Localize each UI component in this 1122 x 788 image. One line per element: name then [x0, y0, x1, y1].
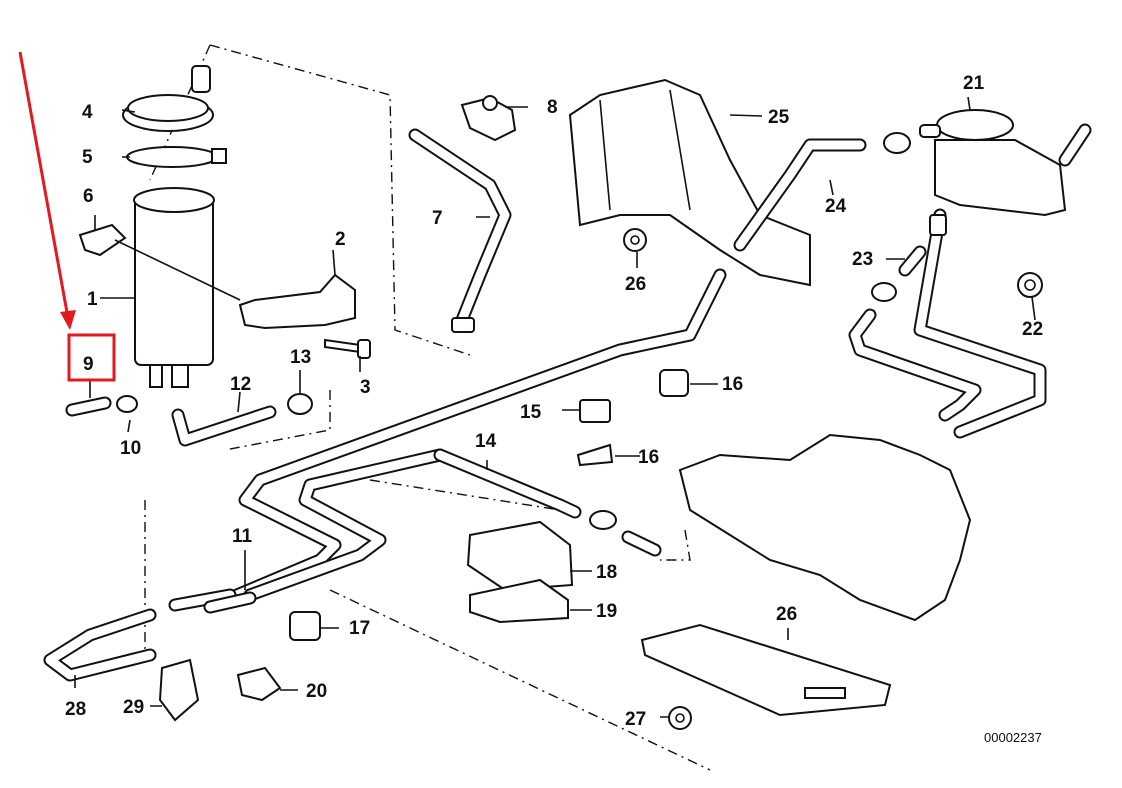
- callout-1: 1: [87, 289, 98, 310]
- highlight-arrow: [18, 51, 76, 330]
- callout-11: 11: [232, 526, 253, 547]
- callout-5: 5: [82, 147, 93, 168]
- callout-9: 9: [83, 354, 94, 375]
- callout-25: 25: [768, 107, 790, 128]
- canister-part-1: [133, 187, 215, 388]
- hose-part-10: [168, 588, 257, 614]
- callout-28: 28: [65, 699, 86, 720]
- callout-15: 15: [520, 402, 542, 423]
- callout-26: 26: [776, 604, 797, 625]
- clip-part-15: [576, 443, 614, 467]
- hose-part-23: [733, 138, 867, 252]
- fuel-lines: [218, 123, 1092, 607]
- plate-part-25: [640, 623, 892, 717]
- clamp-near-23: [883, 132, 911, 154]
- cap-part-4: [122, 65, 214, 132]
- tank-outline: [678, 433, 972, 622]
- callout-22: 22: [1022, 319, 1043, 340]
- callout-23: 23: [852, 249, 873, 270]
- callout-26: 26: [625, 274, 646, 295]
- callout-2: 2: [335, 229, 346, 250]
- callout-7: 7: [432, 208, 443, 229]
- clip-part-28: [158, 658, 200, 722]
- nut-part-26-lower: [668, 706, 692, 730]
- leader-lines: [74, 96, 1036, 718]
- clip-part-7: [460, 95, 517, 142]
- callout-19: 19: [596, 601, 617, 622]
- clip-part-16-lower: [289, 611, 321, 641]
- callout-8: 8: [547, 97, 558, 118]
- nut-part-21: [1017, 272, 1043, 298]
- nut-part-26-upper: [623, 228, 647, 252]
- hose-part-22: [871, 245, 927, 302]
- callout-18: 18: [596, 562, 617, 583]
- clamp-part-5: [126, 146, 227, 168]
- callout-16: 16: [638, 447, 659, 468]
- clip-part-14: [579, 399, 611, 423]
- callout-13: 13: [290, 347, 311, 368]
- callout-labels: 1234567891011121314151616171819202122232…: [65, 73, 1043, 730]
- hose-part-11: [171, 405, 277, 447]
- holder-part-17: [466, 520, 574, 592]
- callout-3: 3: [360, 377, 371, 398]
- clip-part-19: [236, 666, 282, 702]
- callout-17: 17: [349, 618, 370, 639]
- clamp-part-9: [116, 395, 138, 413]
- hose-part-8: [65, 396, 112, 417]
- holder-part-18: [469, 578, 569, 624]
- callout-20: 20: [306, 681, 327, 702]
- callout-16: 16: [722, 374, 743, 395]
- callout-21: 21: [963, 73, 985, 94]
- callout-6: 6: [83, 186, 94, 207]
- hose-part-27: [43, 608, 157, 682]
- damper-part-20: [919, 109, 1067, 236]
- callout-10: 10: [120, 438, 141, 459]
- hose-part-13-end: [589, 510, 662, 557]
- bracket-part-29: [78, 223, 241, 301]
- hose-part-6: [408, 128, 512, 333]
- bracket-part-2: [238, 273, 356, 330]
- reference-code: 00002237: [984, 730, 1042, 745]
- callout-14: 14: [475, 431, 497, 452]
- highlight-box: [67, 333, 116, 382]
- clamp-part-12: [287, 393, 313, 415]
- callout-12: 12: [230, 374, 251, 395]
- clip-part-16-upper: [659, 369, 689, 397]
- callout-29: 29: [123, 697, 144, 718]
- callout-24: 24: [825, 196, 847, 217]
- callout-4: 4: [82, 102, 93, 123]
- bolt-part-3: [324, 338, 371, 359]
- callout-27: 27: [625, 709, 646, 730]
